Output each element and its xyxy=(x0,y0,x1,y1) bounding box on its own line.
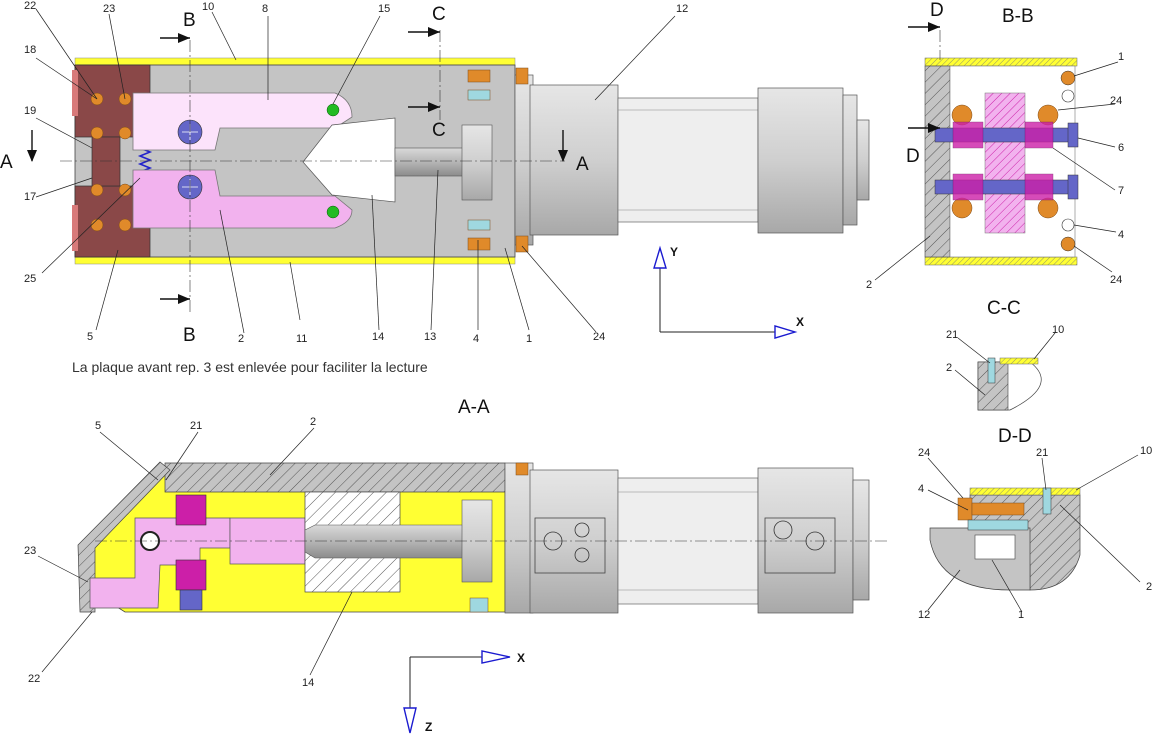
bb-orange xyxy=(951,104,1059,219)
rod-collar xyxy=(461,124,493,201)
cc-label-2: 2 xyxy=(946,362,952,374)
jaw-edge-bottom xyxy=(72,205,78,251)
dd-label-1: 1 xyxy=(1018,609,1024,621)
label-8: 8 xyxy=(262,3,268,15)
bb-label-24a: 24 xyxy=(1110,95,1122,107)
section-mark-d-mid: D xyxy=(906,146,920,167)
aa-label-21: 21 xyxy=(190,420,202,432)
label-10-top: 10 xyxy=(202,1,214,13)
cylinder-boss xyxy=(856,119,870,201)
axis-z-label-aa: Z xyxy=(425,720,432,734)
aa-label-23: 23 xyxy=(24,545,36,557)
section-dd: D-D 24 21 10 4 2 12 1 xyxy=(918,426,1152,621)
jaw-edge-top xyxy=(72,70,78,116)
aa-pin-magenta xyxy=(175,494,207,526)
label-5-top: 5 xyxy=(87,331,93,343)
section-aa: A-A xyxy=(24,397,890,734)
cylinder-barrel xyxy=(617,97,759,223)
bb-label-7: 7 xyxy=(1118,185,1124,197)
dd-label-2: 2 xyxy=(1146,581,1152,593)
aa-part-5 xyxy=(77,461,171,613)
section-aa-title: A-A xyxy=(458,397,490,418)
label-1-top: 1 xyxy=(526,333,532,345)
section-mark-b-bottom: B xyxy=(183,325,196,346)
drawing-note: La plaque avant rep. 3 est enlevée pour … xyxy=(72,359,428,375)
dd-label-21: 21 xyxy=(1036,447,1048,459)
cylinder-cap xyxy=(842,94,858,226)
section-cc: C-C 21 10 2 xyxy=(946,298,1064,411)
section-mark-b-top: B xyxy=(183,10,196,31)
label-11: 11 xyxy=(296,333,307,345)
cylinder-head xyxy=(529,84,619,236)
dd-label-12: 12 xyxy=(918,609,930,621)
label-17: 17 xyxy=(24,191,36,203)
label-14-top: 14 xyxy=(372,331,384,343)
section-mark-c-mid: C xyxy=(432,120,446,141)
aa-label-2: 2 xyxy=(310,416,316,428)
section-mark-a-left: A xyxy=(0,152,13,173)
bb-label-1: 1 xyxy=(1118,51,1124,63)
section-cc-title: C-C xyxy=(987,298,1021,319)
label-18: 18 xyxy=(24,44,36,56)
section-arrows-c xyxy=(408,27,440,112)
dd-screw-24 xyxy=(957,497,973,521)
flange-screws xyxy=(467,67,529,253)
leader-lines-top xyxy=(35,8,676,334)
section-arrows-b xyxy=(160,33,190,304)
aa-label-5: 5 xyxy=(95,420,101,432)
dd-label-4: 4 xyxy=(918,483,924,495)
section-mark-d-top: D xyxy=(930,0,944,21)
bb-label-24b: 24 xyxy=(1110,274,1122,286)
cylinder-end xyxy=(757,87,844,234)
plate-10 xyxy=(74,57,516,66)
section-dd-title: D-D xyxy=(998,426,1032,447)
jaw-17 xyxy=(91,136,121,187)
label-12-top: 12 xyxy=(676,3,688,15)
section-arrows-a xyxy=(27,130,568,162)
bb-wall-2 xyxy=(924,65,951,258)
section-bb: B-B xyxy=(866,0,1124,291)
bb-label-2: 2 xyxy=(866,279,872,291)
cc-pin-21 xyxy=(987,357,996,384)
dd-label-10: 10 xyxy=(1140,445,1152,457)
axes-xz xyxy=(403,650,511,734)
cc-label-10: 10 xyxy=(1052,324,1064,336)
top-view: A A B B C C xyxy=(0,0,870,375)
label-13: 13 xyxy=(424,331,436,343)
label-22-top: 22 xyxy=(24,0,36,12)
label-23-top: 23 xyxy=(103,3,115,15)
label-25: 25 xyxy=(24,273,36,285)
label-19: 19 xyxy=(24,105,36,117)
aa-plate-2 xyxy=(164,462,506,493)
jaw-screws xyxy=(90,92,132,232)
axis-x-label: X xyxy=(796,315,804,329)
section-mark-a-right: A xyxy=(576,154,589,175)
bb-block xyxy=(984,92,1026,234)
section-bb-title: B-B xyxy=(1002,6,1034,27)
aa-cylinder-head xyxy=(529,469,619,614)
bb-side-screws xyxy=(1060,70,1076,252)
cc-label-21: 21 xyxy=(946,329,958,341)
axis-y-label: Y xyxy=(670,245,678,259)
axis-x-label-aa: X xyxy=(517,651,525,665)
label-24-top: 24 xyxy=(593,331,605,343)
label-4-top: 4 xyxy=(473,333,479,345)
rod-13 xyxy=(394,147,471,177)
label-2-top: 2 xyxy=(238,333,244,345)
section-mark-c-top: C xyxy=(432,4,446,25)
aa-piston-rod xyxy=(304,524,471,559)
aa-label-14: 14 xyxy=(302,677,314,689)
dd-label-24: 24 xyxy=(918,447,930,459)
bb-label-6: 6 xyxy=(1118,142,1124,154)
plate-11 xyxy=(74,256,516,265)
aa-label-22: 22 xyxy=(28,673,40,685)
axes-xy xyxy=(653,245,798,339)
label-15: 15 xyxy=(378,3,390,15)
pins-15 xyxy=(326,103,340,219)
bb-label-4: 4 xyxy=(1118,229,1124,241)
